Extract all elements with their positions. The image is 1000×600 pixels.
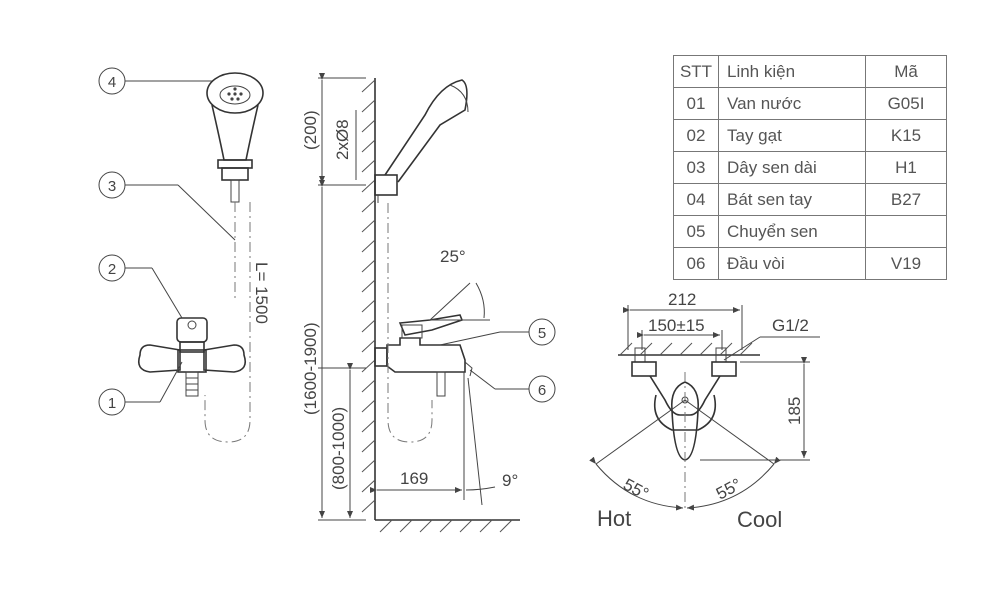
hot-label: Hot [597,506,631,531]
side-view: (200) 2xØ8 (1600-1900) (800-1000) 169 9°… [301,73,556,533]
row-stt: 06 [673,247,719,280]
mixer-top-icon [631,347,737,461]
hose-path [204,202,251,443]
row-code: V19 [865,247,947,280]
table-row: 05 Chuyển sen [673,215,947,248]
table-row: 01 Van nước G05I [673,87,947,120]
row-code: G05I [865,87,947,120]
row-stt: 01 [673,87,719,120]
row-component: Tay gạt [718,119,866,152]
row-stt: 05 [673,215,719,248]
row-code: H1 [865,151,947,184]
row-component: Van nước [718,87,866,120]
row-component: Dây sen dài [718,151,866,184]
shower-side-icon [374,79,469,203]
cool-angle-label: 55° [713,475,745,504]
table-row: 02 Tay gạt K15 [673,119,947,152]
bracket-screws-label: 2xØ8 [333,119,352,160]
row-stt: 04 [673,183,719,216]
mixer-front-icon [137,317,247,397]
row-component: Bát sen tay [718,183,866,216]
mixer-side-icon [374,314,473,397]
callout-3: 3 [108,178,116,195]
hot-angle-label: 55° [620,475,652,504]
center-width-label: 212 [668,290,696,309]
callout-6: 6 [538,382,546,399]
hand-shower-icon [206,72,264,203]
row-code [865,215,947,248]
row-stt: 02 [673,119,719,152]
table-header-row: STT Linh kiện Mã [673,55,947,88]
header-stt: STT [673,55,719,88]
spout-angle-label: 9° [502,471,518,490]
table-row: 04 Bát sen tay B27 [673,183,947,216]
header-component: Linh kiện [718,55,866,88]
top-height-label: (200) [301,110,320,150]
callout-4: 4 [108,74,116,91]
shower-height-label: (1600-1900) [301,322,320,415]
callout-1: 1 [108,395,116,412]
top-view: 212 150±15 G1/2 185 55° 55° Hot Cool [589,290,820,532]
spout-reach-label: 169 [400,469,428,488]
table-row: 06 Đầu vòi V19 [673,247,947,280]
callout-5: 5 [538,325,546,342]
table-row: 03 Dây sen dài H1 [673,151,947,184]
header-code: Mã [865,55,947,88]
spout-height-label: (800-1000) [329,407,348,490]
lever-angle-label: 25° [440,247,466,266]
row-code: B27 [865,183,947,216]
parts-table: STT Linh kiện Mã 01 Van nước G05I 02 Tay… [673,55,947,280]
center-distance-label: 150±15 [648,316,705,335]
row-component: Đầu vòi [718,247,866,280]
front-view: 4 3 2 1 L= 1500 [98,67,271,443]
row-component: Chuyển sen [718,215,866,248]
row-stt: 03 [673,151,719,184]
hose-length-label: L= 1500 [252,262,271,324]
row-code: K15 [865,119,947,152]
callout-2: 2 [108,261,116,278]
body-depth-label: 185 [785,397,804,425]
thread-label: G1/2 [772,316,809,335]
cool-label: Cool [737,507,782,532]
